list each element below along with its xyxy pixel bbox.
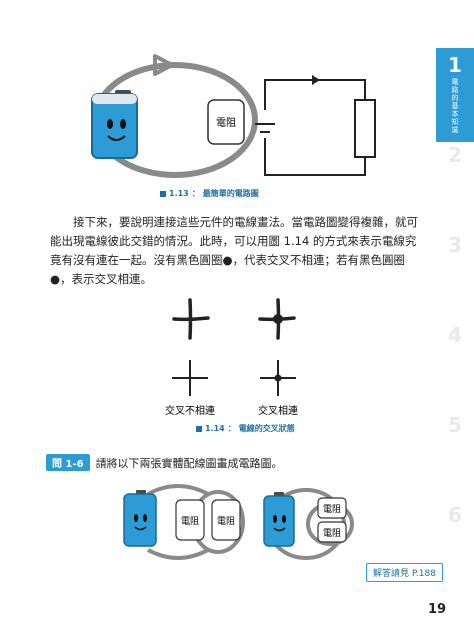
question-illustration-1: 電阻 電阻 — [123, 484, 245, 560]
tab-chapter-5[interactable]: 5 — [448, 413, 462, 437]
body-paragraph: 接下來，要說明連接這些元件的電線畫法。當電路圖變得複雜，就可能出現電線彼此交錯的… — [50, 215, 418, 286]
current-arrow-icon — [153, 54, 174, 76]
question-1-6: 問 1-6 請將以下兩張實體配線圖畫成電路圖。 — [46, 454, 283, 471]
junction-dot — [274, 374, 282, 382]
figure-title: 最簡單的電路圖 — [202, 189, 259, 198]
resistor-label: 電阻 — [323, 528, 341, 539]
label-connected: 交叉相連 — [258, 404, 298, 417]
figure-1-14-illustration: 交叉不相連 交叉相連 — [165, 298, 298, 417]
question-text: 請將以下兩張實體配線圖畫成電路圖。 — [95, 456, 283, 470]
figure-title: 電線的交叉狀態 — [238, 424, 295, 433]
answer-reference: 解答請見 P.188 — [366, 563, 443, 582]
battery-icon — [123, 490, 157, 547]
figure-number: 1.14 — [205, 424, 225, 433]
schematic-arrow-icon — [312, 75, 320, 85]
resistor-label: 電阻 — [217, 516, 235, 527]
label-unconnected: 交叉不相連 — [165, 404, 215, 417]
tab-chapter-6[interactable]: 6 — [448, 503, 462, 527]
caption-marker — [196, 425, 202, 432]
figure-number: 1.13 — [169, 189, 189, 198]
page-number: 19 — [428, 602, 447, 617]
question-illustration-2: 電阻 電阻 — [263, 488, 354, 560]
tab-chapter-2[interactable]: 2 — [448, 143, 462, 167]
tab-chapter-1[interactable]: 1 電路的基本知識 — [436, 48, 474, 142]
resistor-label: 電阻 — [216, 117, 236, 129]
battery-icon — [91, 90, 138, 159]
figure-1-13-illustration: 電阻 — [91, 54, 376, 178]
schematic-diagram — [255, 79, 376, 176]
battery-icon — [263, 492, 295, 547]
question-badge: 問 1-6 — [46, 454, 90, 471]
caption-marker — [160, 190, 166, 197]
tab-chapter-3[interactable]: 3 — [448, 233, 462, 257]
sketch-crossing-unconnected — [172, 298, 210, 340]
figure-1-14-caption: 1.14： 電線的交叉狀態 — [196, 423, 295, 434]
resistor-box — [207, 99, 245, 145]
resistor-label: 電阻 — [181, 516, 199, 527]
resistor-label: 電阻 — [323, 504, 341, 515]
figure-1-13-caption: 1.13： 最簡單的電路圖 — [160, 188, 259, 199]
tab-chapter-4[interactable]: 4 — [448, 323, 462, 347]
